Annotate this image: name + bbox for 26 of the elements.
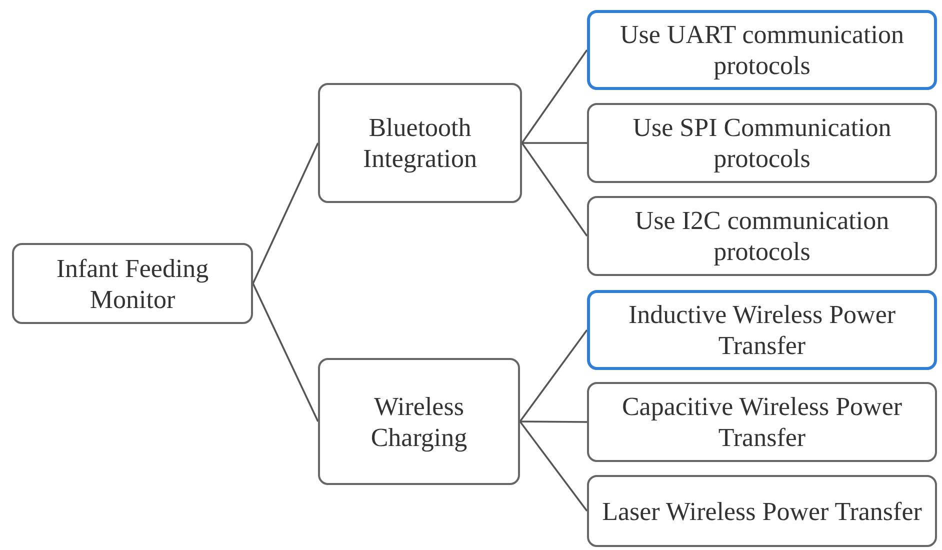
connector-line	[519, 420, 588, 512]
node-text: Bluetooth Integration	[362, 112, 478, 174]
node-text: Laser Wireless Power Transfer	[602, 496, 922, 526]
node-text: Infant Feeding Monitor	[55, 252, 210, 314]
connector-line	[520, 420, 587, 423]
node-text: Use I2C communication protocols	[634, 205, 890, 267]
node-text: Wireless Charging	[370, 390, 468, 452]
connector-line	[521, 142, 588, 237]
process-box	[587, 103, 937, 183]
node-text: Use UART communication protocols	[619, 19, 905, 81]
process-box	[587, 382, 937, 462]
process-box	[587, 196, 937, 276]
connector-line	[519, 329, 588, 422]
node-text: Inductive Wireless Power Transfer	[627, 299, 897, 361]
connector-line	[521, 49, 588, 144]
process-box	[12, 243, 253, 324]
connector-line	[252, 283, 319, 422]
connector-line	[522, 142, 587, 144]
connector-line	[252, 142, 319, 284]
process-box	[587, 290, 937, 370]
process-box	[587, 10, 937, 90]
process-box	[318, 358, 520, 485]
process-box	[318, 83, 522, 203]
process-box	[587, 475, 937, 547]
node-text: Use SPI Communication protocols	[632, 112, 892, 174]
node-text: Capacitive Wireless Power Transfer	[620, 391, 904, 453]
